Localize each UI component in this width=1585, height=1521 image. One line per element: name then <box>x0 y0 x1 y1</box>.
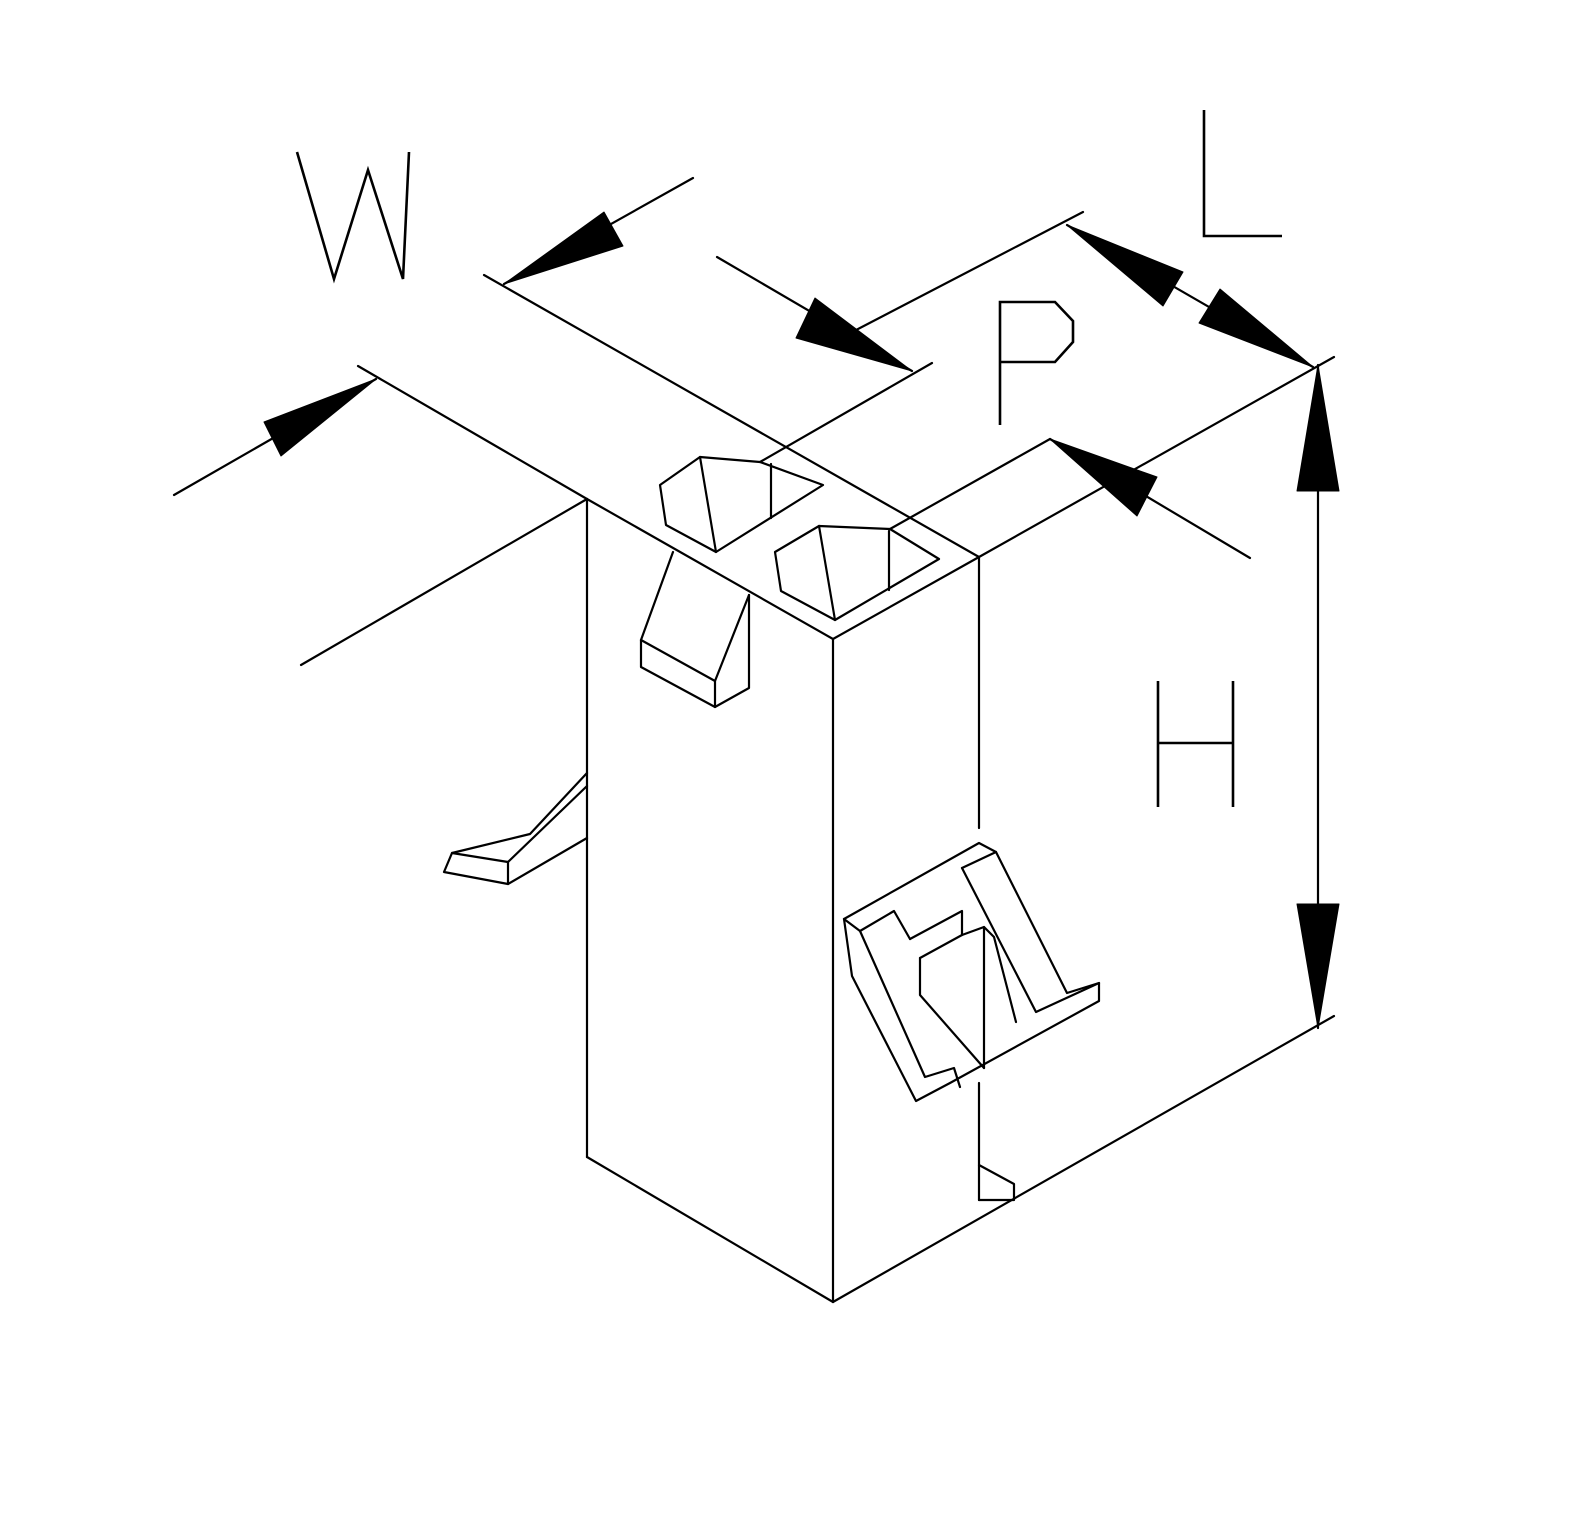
side-peg <box>442 771 589 886</box>
dimension-w <box>172 176 695 497</box>
clip-right-arm <box>960 850 998 870</box>
locking-latch <box>639 550 751 709</box>
cavity-2 <box>773 524 941 622</box>
housing-bottom-left-edge <box>585 1155 835 1304</box>
extension-line-l-back <box>831 210 1085 344</box>
arrowhead-l-lower <box>1198 288 1314 368</box>
extension-line-w-right <box>482 273 981 559</box>
retention-clip <box>842 841 1101 1103</box>
cavity-2-wall <box>817 524 837 622</box>
contact-cavities <box>658 455 941 622</box>
extension-line-l-top <box>977 355 1336 559</box>
arrowhead-w-lower <box>263 378 377 457</box>
extension-line-p-left <box>758 361 934 464</box>
clip-left-arm <box>842 917 962 1089</box>
housing-body <box>585 497 1336 1304</box>
side-peg-outline <box>442 771 589 886</box>
latch-outline <box>639 550 751 709</box>
extension-line-p-right <box>888 437 1052 531</box>
dimension-l <box>1065 223 1315 369</box>
dimension-p <box>715 255 1252 560</box>
arrowhead-w-upper <box>503 211 624 285</box>
latch-face <box>639 593 751 683</box>
dimension-h <box>1296 363 1340 1030</box>
label-w-glyph <box>295 151 411 284</box>
clip-right-arm-inner <box>960 866 1101 1014</box>
label-h-glyph <box>1156 681 1235 807</box>
clip-outline <box>842 841 1101 1103</box>
extension-line-w-left <box>356 364 589 501</box>
arrowhead-h-bottom <box>1296 903 1340 1029</box>
clip-inner-slot <box>918 956 986 1070</box>
label-p-glyph <box>998 300 1075 425</box>
foot-outline <box>977 1163 1016 1202</box>
cavity-1-wall <box>698 455 718 554</box>
arrowhead-p-lower <box>1049 438 1158 517</box>
dimension-labels <box>295 110 1282 807</box>
housing-bottom-right-edge <box>831 1014 1336 1304</box>
clip-crossbar <box>908 909 964 960</box>
clip-left-arm-top <box>858 909 912 941</box>
arrowhead-h-top <box>1296 364 1340 492</box>
arrowhead-l-upper <box>1066 224 1184 307</box>
clip-inner-rib <box>982 925 1018 1024</box>
extension-lines <box>299 210 1336 667</box>
label-l-glyph <box>1202 110 1282 238</box>
arrowhead-p-upper <box>795 297 913 372</box>
bottom-foot <box>977 1163 1016 1202</box>
extension-line-w-base <box>299 497 589 667</box>
